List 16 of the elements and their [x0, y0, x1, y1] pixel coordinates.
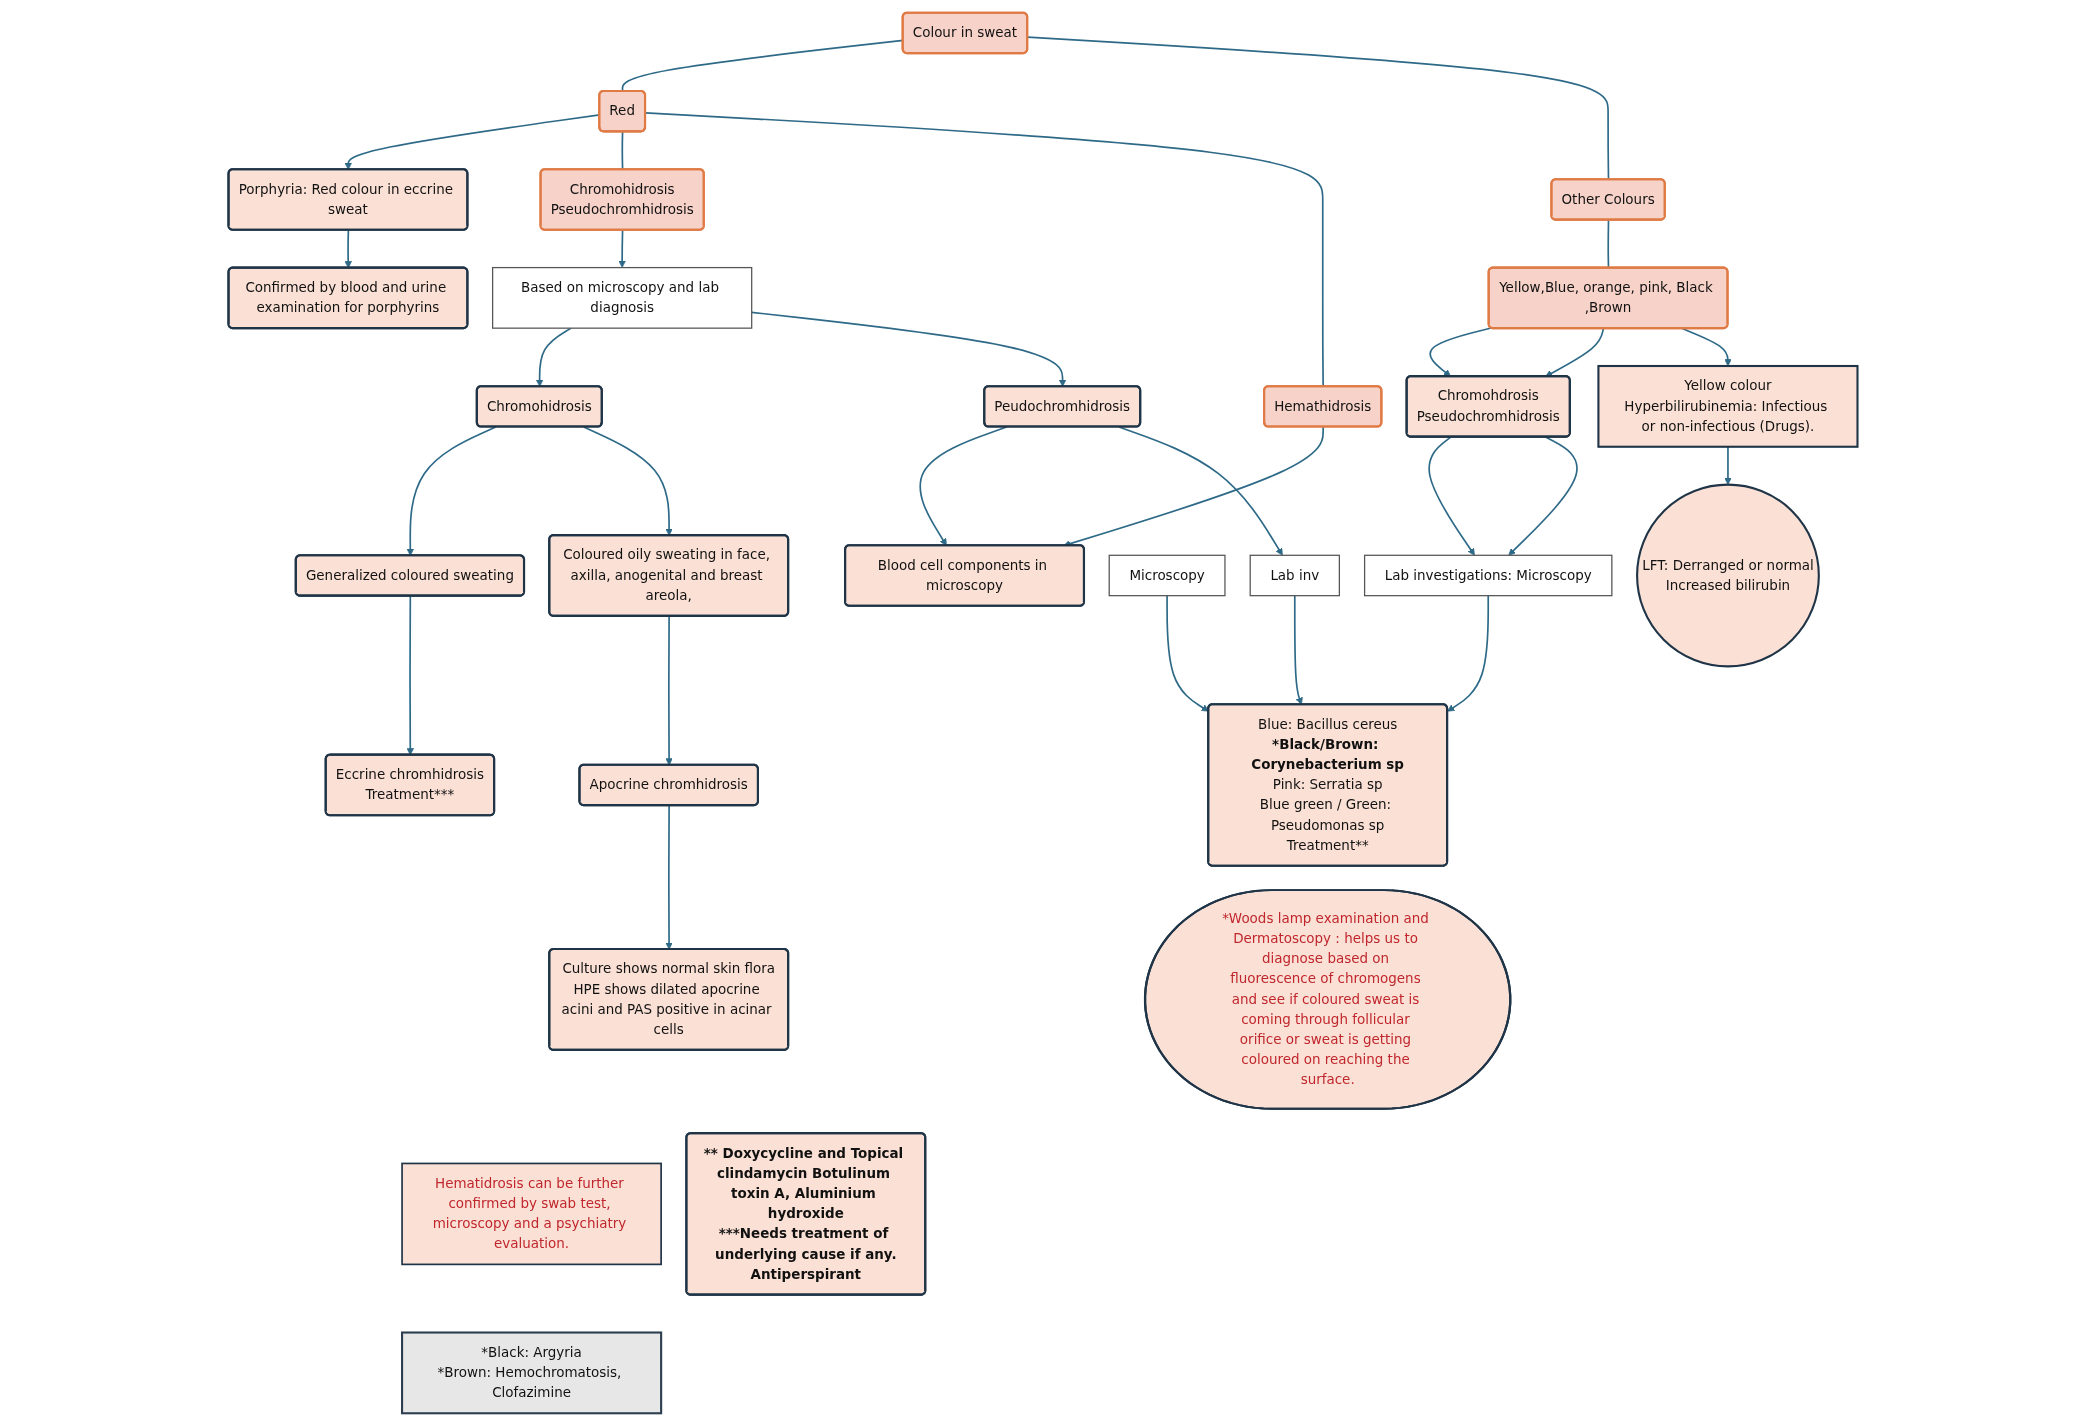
node-box: Lab inv	[1249, 554, 1340, 597]
node-box: Yellow colour Hyperbilirubinemia: Infectious or non-infectious (Drugs).	[1597, 364, 1859, 448]
node-box: Hematidrosis can be further confirmed by swab test, microscopy and a psychiatry evaluation.	[401, 1162, 662, 1266]
arrow	[1429, 327, 1493, 377]
node-box: Microscopy	[1108, 554, 1226, 597]
arrow	[618, 229, 626, 268]
node-circle: LFT: Derranged or normal Increased bilirubin	[1636, 483, 1820, 668]
arrow	[1428, 436, 1475, 556]
arrow	[1447, 594, 1490, 712]
arrow	[535, 327, 572, 387]
node-box: Based on microscopy and lab diagnosis	[492, 266, 753, 329]
arrow	[1166, 594, 1209, 712]
node-box: *Black: Argyria *Brown: Hemochromatosis, Clofazimine	[401, 1331, 663, 1415]
arrow	[1508, 436, 1578, 556]
node-box: Lab investigations: Microscopy	[1363, 554, 1613, 597]
arrow	[1293, 594, 1303, 705]
